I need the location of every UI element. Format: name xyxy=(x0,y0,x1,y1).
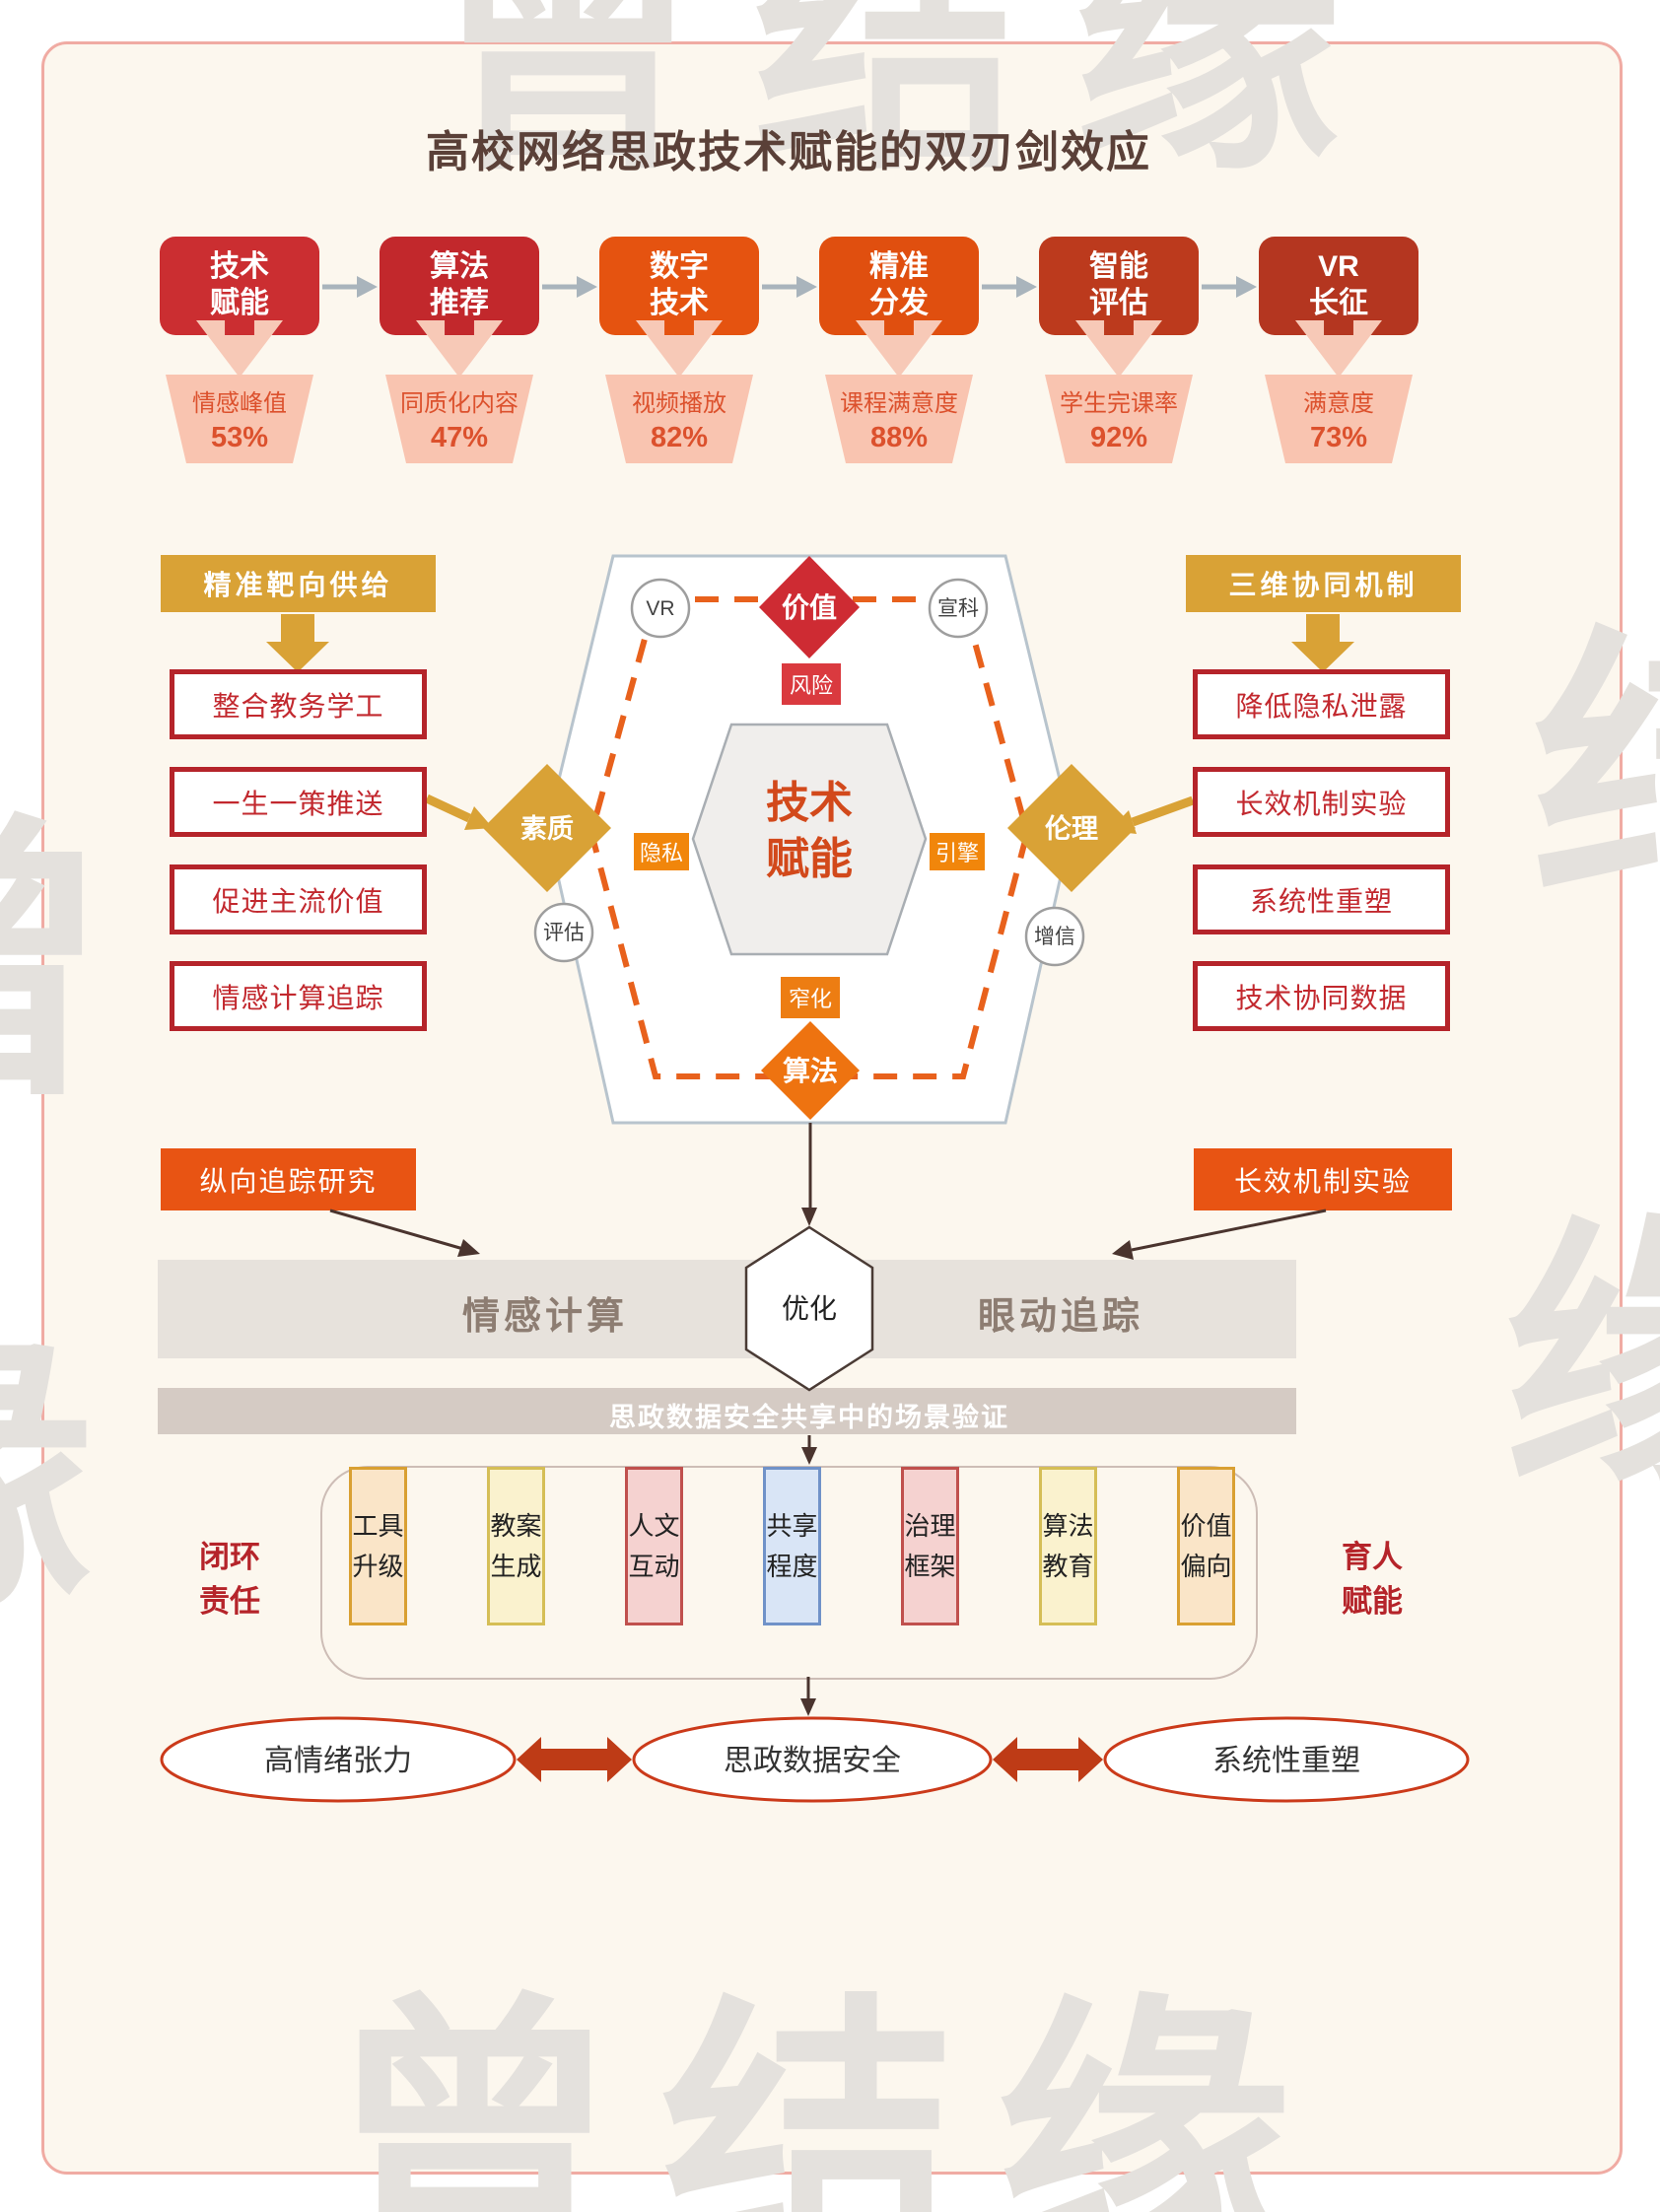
verify-bar: 工具 升级 xyxy=(349,1467,407,1625)
callout-long-term-experiment: 长效机制实验 xyxy=(1194,1148,1452,1210)
metric-funnel: 情感峰值 53% xyxy=(166,375,313,463)
left-panel-item: 整合教务学工 xyxy=(170,669,427,739)
flow-step-box: 技术 赋能 xyxy=(160,237,319,335)
analysis-band: 情感计算 眼动追踪 xyxy=(158,1260,1296,1358)
flow-step-box: 精准 分发 xyxy=(819,237,979,335)
tag-narrowing: 窄化 xyxy=(781,977,840,1018)
left-panel-header: 精准靶向供给 xyxy=(161,555,436,612)
watermark-right-1: 结 xyxy=(1533,532,1660,960)
metric-value: 82% xyxy=(650,422,709,453)
metric-label: 学生完课率 xyxy=(1060,390,1178,417)
tag-engine: 引擎 xyxy=(930,833,985,870)
left-panel-item: 一生一策推送 xyxy=(170,767,427,837)
flow-step: 精准 分发 课程满意度 88% xyxy=(819,237,979,562)
metric-funnel: 课程满意度 88% xyxy=(825,375,973,463)
watermark-left-1: 曾 xyxy=(0,725,113,1152)
verify-bar: 价值 偏向 xyxy=(1177,1467,1235,1625)
metric-value: 47% xyxy=(430,422,489,453)
page-title: 高校网络思政技术赋能的双刃剑效应 xyxy=(426,128,1151,176)
right-panel-item: 技术协同数据 xyxy=(1193,961,1450,1031)
right-panel-item: 系统性重塑 xyxy=(1193,864,1450,934)
metric-funnel: 学生完课率 92% xyxy=(1045,375,1193,463)
metric-label: 视频播放 xyxy=(632,390,726,417)
flow-step-box: 算法 推荐 xyxy=(380,237,539,335)
tag-risk: 风险 xyxy=(782,663,841,705)
flow-step: 算法 推荐 同质化内容 47% xyxy=(380,237,539,562)
flow-step: VR 长征 满意度 73% xyxy=(1259,237,1418,562)
education-empower-label: 育人 赋能 xyxy=(1342,1540,1403,1619)
flow-step: 技术 赋能 情感峰值 53% xyxy=(160,237,319,562)
flow-step-box: 智能 评估 xyxy=(1039,237,1199,335)
metric-label: 同质化内容 xyxy=(400,390,519,417)
callout-longitudinal-study: 纵向追踪研究 xyxy=(161,1148,416,1210)
metric-value: 53% xyxy=(210,422,269,453)
flow-step: 智能 评估 学生完课率 92% xyxy=(1039,237,1199,562)
left-panel-item: 促进主流价值 xyxy=(170,864,427,934)
metric-funnel: 同质化内容 47% xyxy=(385,375,533,463)
verify-bar: 算法 教育 xyxy=(1039,1467,1097,1625)
flow-step-box: VR 长征 xyxy=(1259,237,1418,335)
metric-value: 73% xyxy=(1309,422,1368,453)
metric-value: 88% xyxy=(869,422,929,453)
watermark-top: 曾结缘 xyxy=(434,0,1395,200)
watermark-right-2: 缘 xyxy=(1503,1198,1660,1529)
watermark-bottom: 曾结缘 xyxy=(325,1976,1331,2212)
watermark-left-2: 缘 xyxy=(0,1237,94,1665)
flow-step: 数字 技术 视频播放 82% xyxy=(599,237,759,562)
metric-value: 92% xyxy=(1089,422,1148,453)
right-panel-item: 长效机制实验 xyxy=(1193,767,1450,837)
verify-bar: 共享 程度 xyxy=(763,1467,821,1625)
hexagon-center-label: 技术 赋能 xyxy=(766,779,853,884)
verify-bar: 教案 生成 xyxy=(487,1467,545,1625)
scene-verification-band: 思政数据安全共享中的场景验证 xyxy=(158,1388,1296,1434)
metric-label: 课程满意度 xyxy=(840,390,958,417)
metric-label: 情感峰值 xyxy=(192,390,287,417)
flow-step-box: 数字 技术 xyxy=(599,237,759,335)
left-panel-item: 情感计算追踪 xyxy=(170,961,427,1031)
right-panel-header: 三维协同机制 xyxy=(1186,555,1461,612)
metric-funnel: 视频播放 82% xyxy=(605,375,753,463)
eye-tracking-label: 眼动追踪 xyxy=(977,1296,1143,1338)
scene-verification-label: 思政数据安全共享中的场景验证 xyxy=(609,1403,1009,1432)
affective-computing-label: 情感计算 xyxy=(461,1296,628,1338)
verify-bar: 治理 框架 xyxy=(901,1467,959,1625)
closed-loop-label: 闭环 责任 xyxy=(199,1540,260,1619)
right-panel-item: 降低隐私泄露 xyxy=(1193,669,1450,739)
tag-privacy: 隐私 xyxy=(634,833,689,870)
metric-funnel: 满意度 73% xyxy=(1265,375,1413,463)
verify-bar: 人文 互动 xyxy=(625,1467,683,1625)
metric-label: 满意度 xyxy=(1303,390,1374,417)
